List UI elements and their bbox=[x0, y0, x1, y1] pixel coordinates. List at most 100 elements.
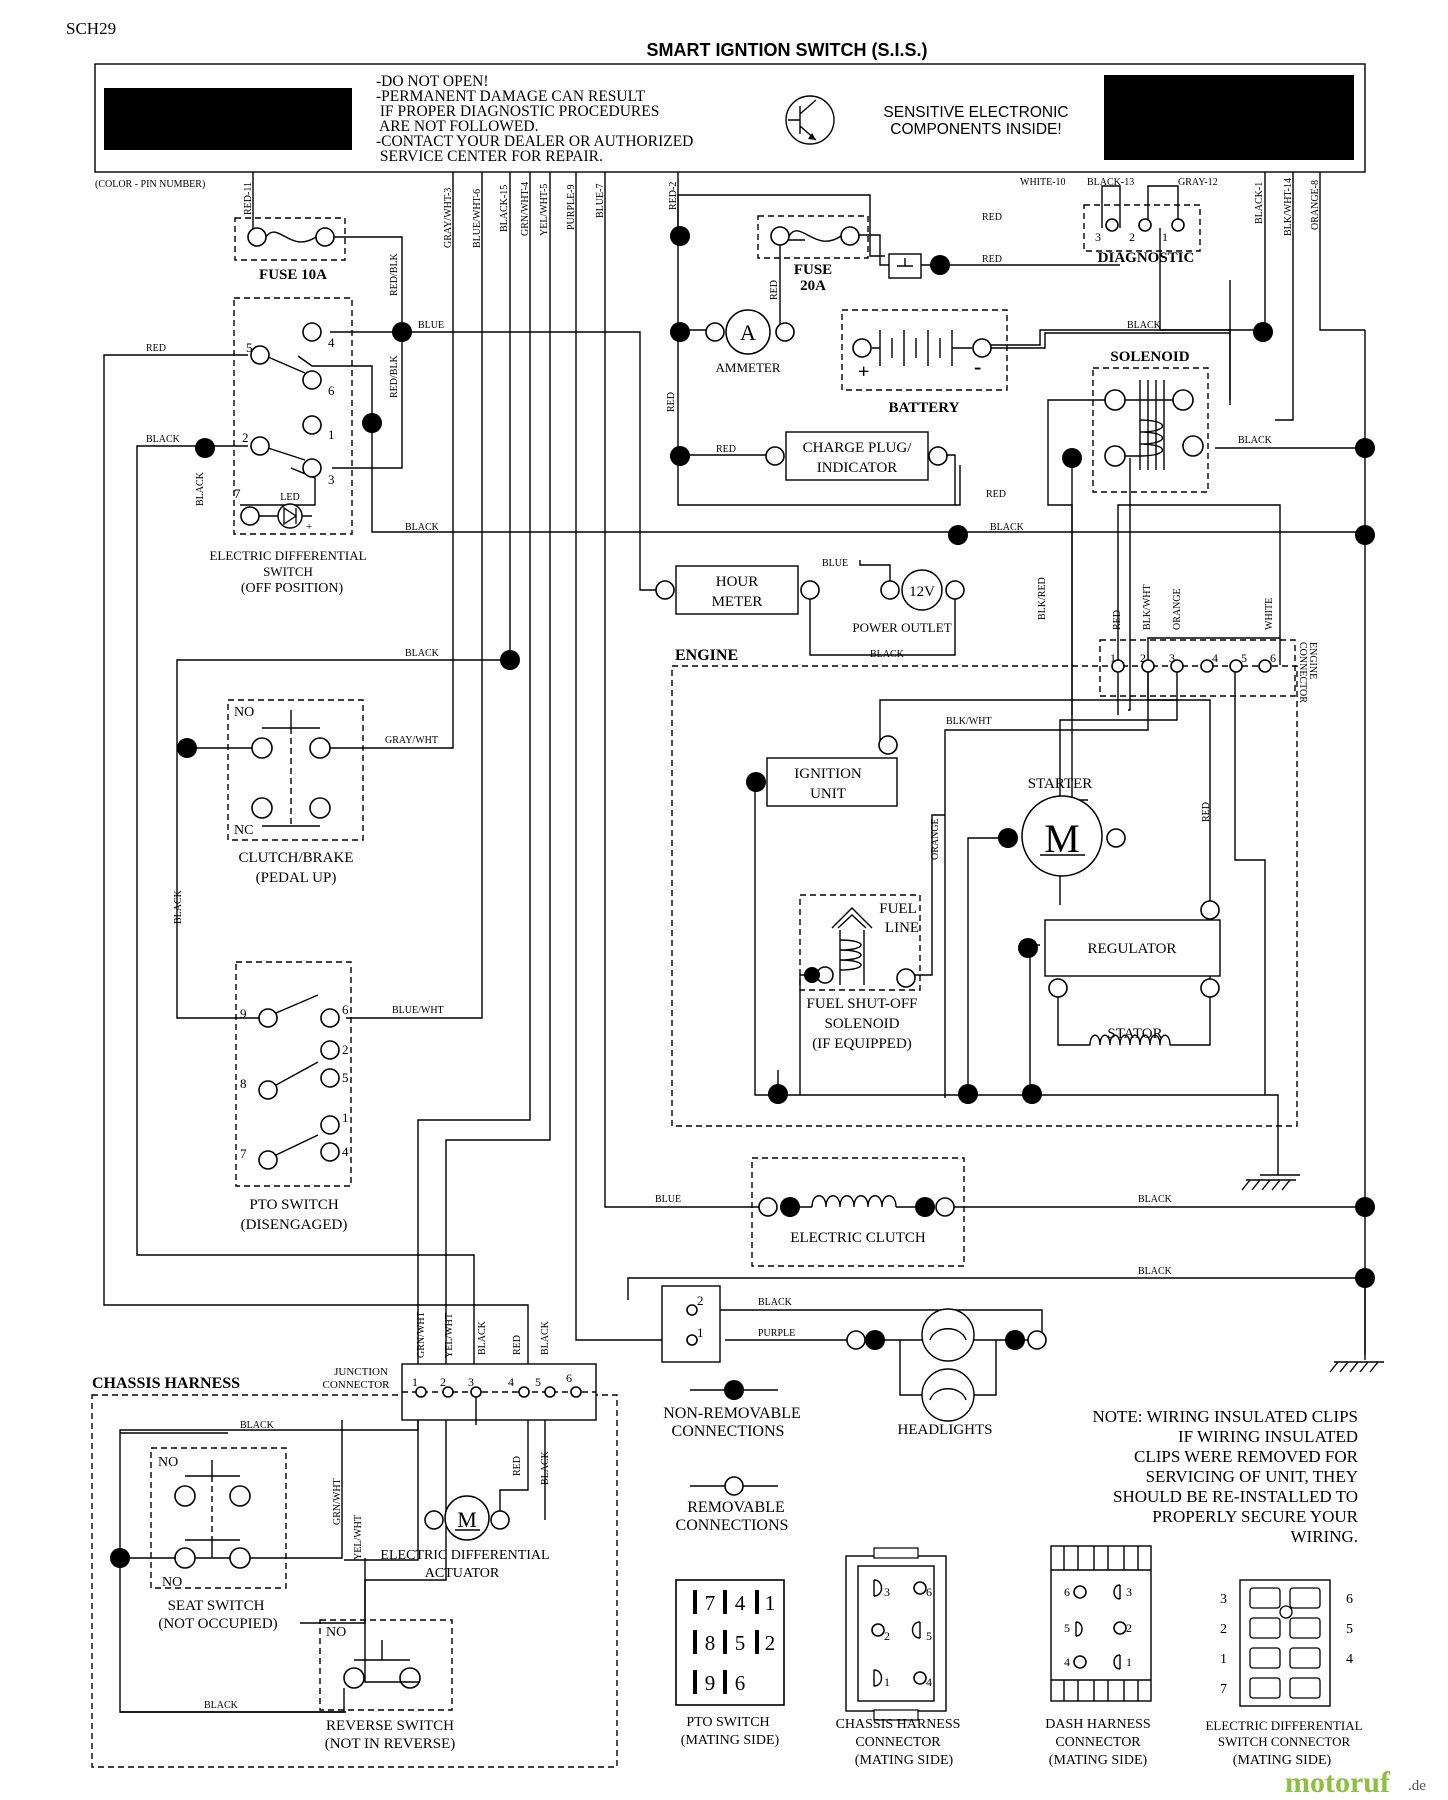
sis-warning-text: -DO NOT OPEN! -PERMANENT DAMAGE CAN RESU… bbox=[376, 73, 693, 165]
svg-text:2: 2 bbox=[697, 1293, 704, 1308]
outlet-symbol: 12V bbox=[909, 584, 935, 600]
ammeter-label: AMMETER bbox=[716, 360, 781, 375]
note-line-7: WIRING. bbox=[1290, 1527, 1358, 1546]
pto-switch-label-2: (DISENGAGED) bbox=[241, 1217, 348, 1233]
svg-text:+: + bbox=[858, 361, 869, 383]
svg-text:9: 9 bbox=[705, 1671, 716, 1695]
wire-color-label-18: BLACK bbox=[1238, 435, 1273, 446]
pin-red11: RED-11 bbox=[243, 182, 254, 215]
wire-color-label-4: RED bbox=[146, 343, 166, 354]
svg-text:1: 1 bbox=[1110, 651, 1116, 665]
note-line-3: CLIPS WERE REMOVED FOR bbox=[1134, 1447, 1359, 1466]
reverse-switch-label-2: (NOT IN REVERSE) bbox=[325, 1736, 456, 1752]
actuator-symbol: M bbox=[457, 1507, 477, 1532]
pto-mating-label-1: PTO SWITCH bbox=[686, 1715, 769, 1730]
wire-color-label-25: BLK/WHT bbox=[1142, 584, 1153, 630]
warning-line-5: -CONTACT YOUR DEALER OR AUTHORIZED bbox=[376, 133, 693, 150]
diagram-title: SMART IGNTION SWITCH (S.I.S.) bbox=[647, 40, 928, 60]
clutch-brake-label-2: (PEDAL UP) bbox=[256, 870, 337, 886]
svg-text:6: 6 bbox=[1270, 651, 1276, 665]
pin-black13: BLACK-13 bbox=[1087, 177, 1134, 188]
headlights: HEADLIGHTS bbox=[846, 1308, 1047, 1438]
svg-text:5: 5 bbox=[535, 1375, 541, 1389]
wire-color-label-3: BLUE bbox=[418, 320, 444, 331]
wire-color-label-17: RED bbox=[716, 444, 736, 455]
svg-text:5: 5 bbox=[1064, 1621, 1070, 1635]
legend-non-removable-2: CONNECTIONS bbox=[672, 1423, 785, 1440]
clutch-brake-switch: NO NC CLUTCH/BRAKE (PEDAL UP) bbox=[177, 699, 364, 886]
svg-text:4: 4 bbox=[1212, 651, 1218, 665]
ed-mating-label-3: (MATING SIDE) bbox=[1233, 1753, 1332, 1768]
watermark-logo: motoruf .de bbox=[1285, 1766, 1426, 1799]
reverse-no-label: NO bbox=[326, 1625, 346, 1640]
charge-plug-label-2: INDICATOR bbox=[817, 460, 898, 476]
regulator-label: REGULATOR bbox=[1088, 941, 1177, 957]
ed-actuator-label-2: ACTUATOR bbox=[425, 1566, 500, 1581]
clutch-nc-label: NC bbox=[234, 823, 253, 838]
svg-text:2: 2 bbox=[1140, 651, 1146, 665]
svg-text:7: 7 bbox=[705, 1591, 716, 1615]
legend: NON-REMOVABLE CONNECTIONS REMOVABLE CONN… bbox=[663, 1380, 801, 1534]
ed-switch-label-1: ELECTRIC DIFFERENTIAL bbox=[209, 548, 366, 563]
starter-motor: M STARTER bbox=[1021, 776, 1126, 877]
pin-bluewht6: BLUE/WHT-6 bbox=[472, 189, 483, 248]
wire-color-label-1: RED/BLK bbox=[389, 252, 400, 296]
seat-switch-label-1: SEAT SWITCH bbox=[168, 1598, 265, 1614]
svg-text:1: 1 bbox=[884, 1675, 890, 1689]
legend-removable-1: REMOVABLE bbox=[687, 1499, 785, 1516]
ignition-unit-label-2: UNIT bbox=[810, 786, 846, 802]
svg-text:7: 7 bbox=[1220, 1682, 1227, 1697]
wire-color-label-28: BLK/WHT bbox=[946, 716, 992, 727]
wire-color-label-40: BLACK bbox=[540, 1320, 551, 1355]
legend-non-removable-1: NON-REMOVABLE bbox=[663, 1405, 800, 1422]
svg-text:4: 4 bbox=[342, 1144, 349, 1159]
wiring-note: NOTE: WIRING INSULATED CLIPS IF WIRING I… bbox=[1092, 1407, 1358, 1546]
wire-color-label-11: BLUE/WHT bbox=[392, 1005, 444, 1016]
reverse-switch-label-1: REVERSE SWITCH bbox=[326, 1718, 454, 1734]
seat-no-label-2: NO bbox=[162, 1575, 182, 1590]
svg-text:1: 1 bbox=[1126, 1655, 1132, 1669]
wire-color-label-34: BLACK bbox=[758, 1297, 793, 1308]
watermark-suffix: .de bbox=[1408, 1778, 1426, 1794]
svg-text:4: 4 bbox=[508, 1375, 514, 1389]
sensitive-line-2: COMPONENTS INSIDE! bbox=[890, 121, 1061, 138]
fuse-10a-label: FUSE 10A bbox=[259, 267, 327, 283]
pin-gray12: GRAY-12 bbox=[1178, 177, 1218, 188]
sis-label-black-left bbox=[104, 88, 352, 150]
svg-text:5: 5 bbox=[246, 340, 253, 355]
engine-connector-label-2: CONNECTOR bbox=[1297, 642, 1308, 703]
note-line-1: NOTE: WIRING INSULATED CLIPS bbox=[1092, 1407, 1358, 1426]
led-label: LED bbox=[280, 492, 299, 503]
wire-color-label-31: BLUE bbox=[655, 1194, 681, 1205]
chassis-mating-label-3: (MATING SIDE) bbox=[855, 1753, 954, 1768]
svg-text:6: 6 bbox=[342, 1002, 349, 1017]
wire-color-label-7: BLACK bbox=[405, 522, 440, 533]
wire-color-label-45: BLACK bbox=[540, 1450, 551, 1485]
dash-mating-label-2: CONNECTOR bbox=[1055, 1735, 1141, 1750]
wire-color-label-29: ORANGE bbox=[930, 818, 941, 860]
fuel-shutoff-label-1: FUEL SHUT-OFF bbox=[807, 996, 918, 1012]
svg-text:2: 2 bbox=[242, 430, 249, 445]
pin-blkwht14: BLK/WHT-14 bbox=[1283, 178, 1294, 236]
led-icon bbox=[277, 503, 303, 529]
svg-text:8: 8 bbox=[240, 1076, 247, 1091]
wire-color-label-13: RED bbox=[982, 254, 1002, 265]
junction-label-2: CONNECTOR bbox=[322, 1379, 390, 1391]
engine-connector-label-1: ENGINE bbox=[1307, 642, 1318, 679]
power-outlet: 12V POWER OUTLET bbox=[852, 569, 965, 635]
svg-text:2: 2 bbox=[440, 1375, 446, 1389]
starter-symbol: M bbox=[1044, 816, 1080, 861]
fuel-shutoff-solenoid: FUEL LINE FUEL SHUT-OFF SOLENOID (IF EQU… bbox=[799, 894, 921, 1052]
svg-text:4: 4 bbox=[735, 1591, 746, 1615]
svg-text:1: 1 bbox=[765, 1591, 776, 1615]
svg-text:3: 3 bbox=[468, 1375, 474, 1389]
svg-text:1: 1 bbox=[1162, 230, 1168, 244]
svg-text:6: 6 bbox=[1064, 1585, 1070, 1599]
solenoid-label: SOLENOID bbox=[1110, 349, 1189, 365]
pin-grnwht4: GRN/WHT-4 bbox=[520, 182, 531, 236]
pto-mating-connector: 7 4 1 8 5 2 9 6 PTO SWITCH (MATING SIDE) bbox=[675, 1579, 785, 1748]
diagnostic-label: DIAGNOSTIC bbox=[1098, 250, 1195, 266]
svg-text:4: 4 bbox=[1346, 1652, 1353, 1667]
warning-line-6: SERVICE CENTER FOR REPAIR. bbox=[376, 148, 603, 165]
